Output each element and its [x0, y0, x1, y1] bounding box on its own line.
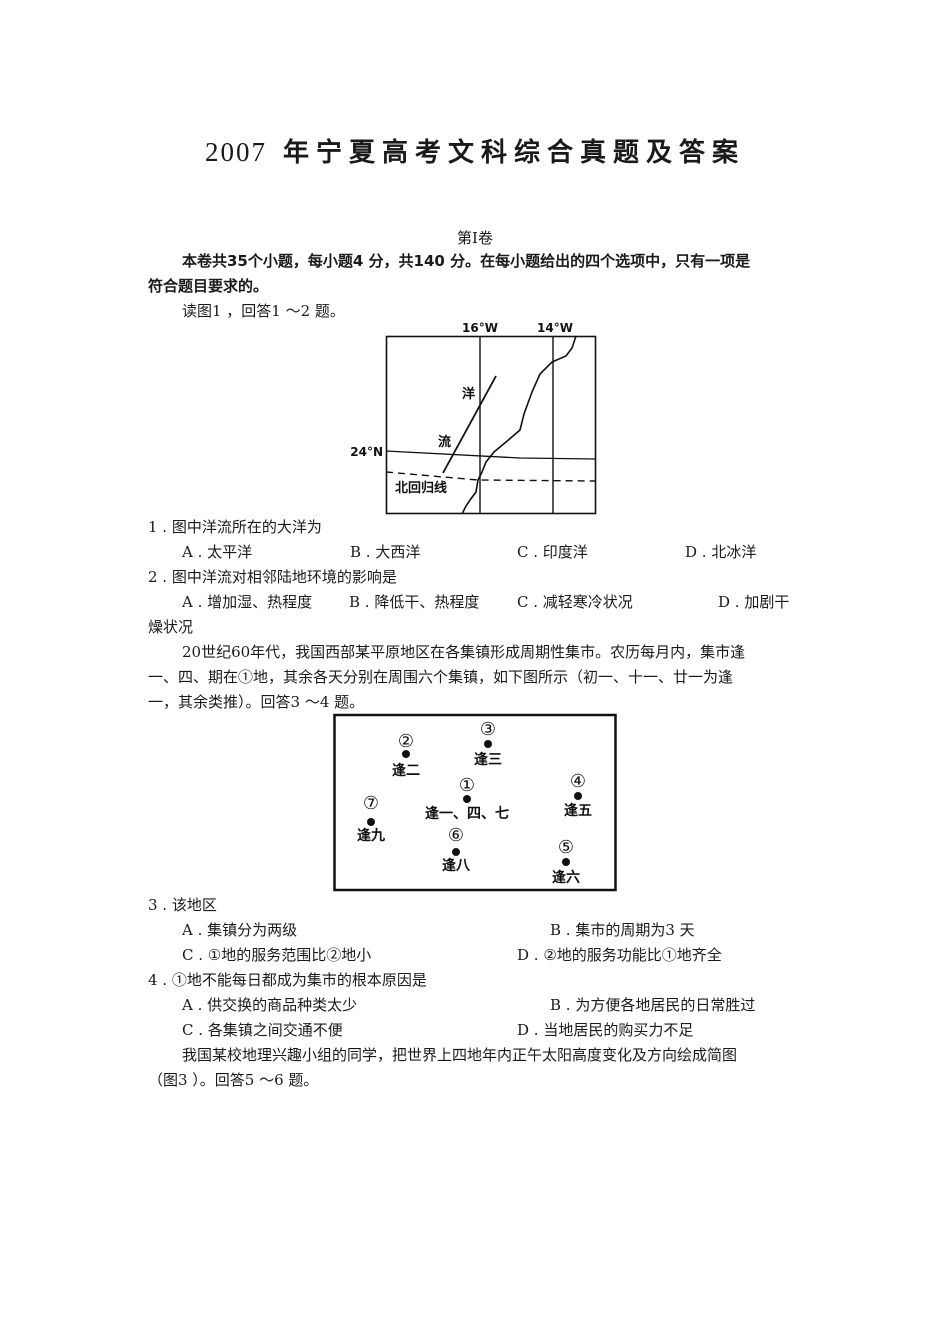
svg-text:逢二: 逢二: [392, 762, 420, 779]
section-heading: 第Ⅰ卷: [457, 229, 493, 247]
q1-option-d: D . 北冰洋: [685, 543, 757, 561]
passage-5-6-line-2: （图3 ）。回答5 ～6 题。: [148, 1071, 319, 1089]
question-3-stem: 3 . 该地区: [148, 896, 217, 914]
q3-option-c: C . ①地的服务范围比②地小: [182, 946, 372, 964]
q2-option-c: C . 减轻寒冷状况: [517, 593, 633, 611]
intro-q1-2: 读图1 ，回答1 ～2 题。: [182, 302, 345, 320]
q1-option-c: C . 印度洋: [517, 543, 588, 561]
q4-option-d: D . 当地居民的购买力不足: [517, 1021, 694, 1039]
town-2: ② 逢二: [392, 731, 420, 779]
q1-option-b: B . 大西洋: [350, 543, 421, 561]
q4-option-a: A . 供交换的商品种类太少: [182, 996, 358, 1014]
svg-text:逢三: 逢三: [474, 751, 502, 768]
question-4-stem: 4 . ①地不能每日都成为集市的根本原因是: [148, 971, 427, 989]
question-1-stem: 1 . 图中洋流所在的大洋为: [148, 518, 322, 536]
town-7: ⑦ 逢九: [357, 793, 385, 844]
q4-option-c: C . 各集镇之间交通不便: [182, 1021, 343, 1039]
question-2-stem: 2 . 图中洋流对相邻陆地环境的影响是: [148, 568, 397, 586]
q1-option-a: A . 太平洋: [182, 543, 253, 561]
svg-text:④: ④: [570, 771, 586, 792]
q3-option-a: A . 集镇分为两级: [182, 921, 298, 939]
figure-2-market-towns: ② 逢二 ③ 逢三 ① 逢一、四、七 ④ 逢五 ⑦ 逢九 ⑥: [330, 710, 620, 895]
town-5: ⑤ 逢六: [552, 837, 580, 886]
svg-text:逢五: 逢五: [564, 802, 592, 819]
svg-text:逢一、四、七: 逢一、四、七: [425, 805, 509, 822]
svg-text:⑥: ⑥: [448, 825, 464, 846]
q4-option-b: B . 为方便各地居民的日常胜过: [550, 996, 756, 1014]
svg-text:逢六: 逢六: [552, 869, 580, 886]
figure-1-map: 16°W 14°W 24°N 洋 流 北回归线: [340, 318, 610, 523]
town-3: ③ 逢三: [474, 719, 502, 768]
town-6: ⑥ 逢八: [442, 825, 471, 874]
passage-5-6-line-1: 我国某校地理兴趣小组的同学，把世界上四地年内正午太阳高度变化及方向绘成简图: [182, 1046, 738, 1064]
current-label-2: 流: [438, 434, 451, 450]
svg-text:③: ③: [480, 719, 496, 740]
town-1: ① 逢一、四、七: [425, 775, 509, 822]
q3-option-d: D . ②地的服务功能比①地齐全: [517, 946, 722, 964]
q2-option-d-wrap: 燥状况: [148, 618, 194, 636]
q2-option-b: B . 降低干、热程度: [349, 593, 480, 611]
svg-text:逢八: 逢八: [442, 857, 471, 874]
svg-text:②: ②: [398, 731, 414, 752]
current-label-1: 洋: [462, 386, 475, 402]
lat-label-24n: 24°N: [350, 445, 383, 459]
passage-3-4-line-2: 一、四、期在①地，其余各天分别在周围六个集镇，如下图所示（初一、十一、廿一为逢: [148, 668, 734, 686]
tropic-label: 北回归线: [395, 480, 447, 496]
svg-text:①: ①: [459, 775, 475, 796]
q2-option-d: D . 加剧干: [718, 593, 790, 611]
passage-3-4-line-1: 20世纪60年代，我国西部某平原地区在各集镇形成周期性集市。农历每月内，集市逢: [182, 643, 746, 661]
svg-text:⑦: ⑦: [363, 793, 379, 814]
q2-option-a: A . 增加湿、热程度: [182, 593, 313, 611]
lon-label-14w: 14°W: [537, 321, 573, 335]
instructions-line-2: 符合题目要求的。: [148, 277, 269, 295]
title-text: 年宁夏高考文科综合真题及答案: [283, 138, 746, 168]
instructions-line-1: 本卷共35个小题，每小题4 分，共140 分。在每小题给出的四个选项中，只有一项…: [182, 252, 751, 270]
svg-text:⑤: ⑤: [558, 837, 574, 858]
passage-3-4-line-3: 一，其余类推）。回答3 ～4 题。: [148, 693, 365, 711]
town-4: ④ 逢五: [564, 771, 592, 819]
svg-text:逢九: 逢九: [357, 827, 385, 844]
page-title: 2007 年宁夏高考文科综合真题及答案: [204, 137, 746, 168]
q3-option-b: B . 集市的周期为3 天: [550, 921, 695, 939]
lon-label-16w: 16°W: [462, 321, 498, 335]
